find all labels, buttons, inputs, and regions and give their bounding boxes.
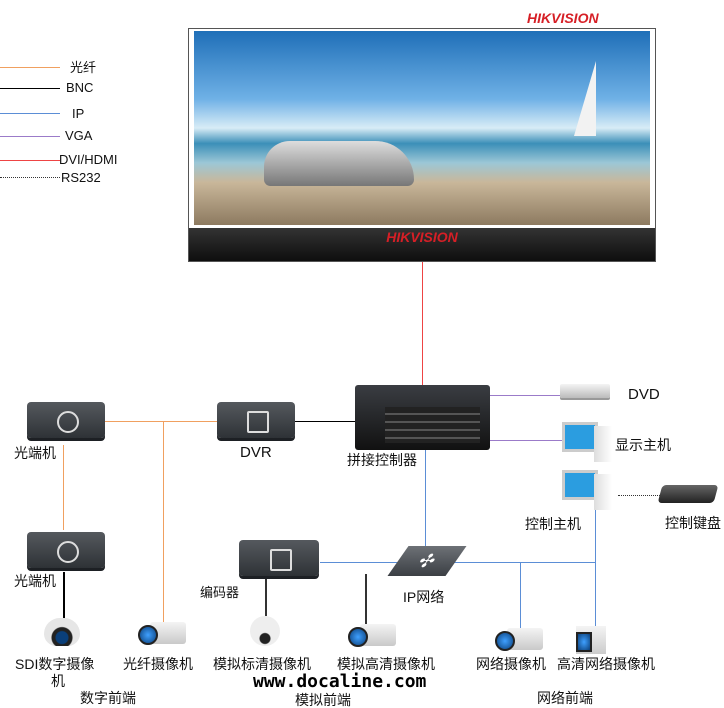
ip-line-net-cam [520,562,521,628]
legend-rs232-line [0,177,60,178]
network-camera-label: 网络摄像机 [476,656,546,672]
rs232-line [618,495,660,496]
display-host-label: 显示主机 [615,437,671,453]
keyboard-label: 控制键盘 [665,515,721,531]
control-keyboard[interactable] [657,485,719,503]
ip-line-hd-cam [595,510,596,626]
bnc-line-sd [265,578,267,616]
splicing-controller[interactable] [355,385,490,450]
analog-sd-ptz-camera[interactable] [250,616,280,646]
fiber-camera-label: 光纤摄像机 [123,656,193,672]
fiber-line-main [105,421,217,422]
dvr-label: DVR [240,444,272,461]
legend-dvi-label: DVI/HDMI [59,152,118,167]
monitor-icon [562,470,598,500]
dvd-player[interactable] [560,384,610,398]
legend-bnc-label: BNC [66,80,94,95]
network-camera[interactable] [495,628,543,651]
wall-screen-image [194,31,650,225]
vga-line-display [490,440,562,441]
display-host-computer[interactable] [562,418,614,462]
hd-network-camera-label: 高清网络摄像机 [557,656,655,672]
logo-bar-text: HIKVISION [386,229,458,245]
bnc-line-sdi [63,572,65,620]
analog-hd-camera[interactable] [348,624,396,647]
monitor-icon [562,422,598,452]
sdi-dome-camera[interactable] [44,618,80,646]
legend-fiber-label: 光纤 [70,60,97,75]
sailboat-image [574,61,596,136]
legend-fiber-line [0,67,60,68]
watermark: www.docaline.com [253,671,427,692]
dvi-line [422,262,423,385]
hikvision-logo-top: HIKVISION [527,10,599,26]
analog-sd-camera-label: 模拟标清摄像机 [213,656,311,672]
video-wall: HIKVISION [188,28,656,262]
analog-hd-camera-label: 模拟高清摄像机 [337,656,435,672]
hd-network-camera[interactable] [576,626,606,654]
logo-text: HIKVISION [527,10,599,26]
legend-ip-label: IP [72,106,85,121]
tower-icon [594,474,612,510]
controller-slots [385,407,480,443]
legend-rs232-label: RS232 [61,170,101,185]
fiber-line-link [63,445,64,530]
dvr-device[interactable] [217,402,295,438]
legend-dvi-line [0,160,60,161]
lens-icon [576,632,592,652]
legend-bnc-line [0,88,60,89]
sdi-camera-label-2: 机 [51,673,65,689]
legend-vga-label: VGA [65,128,93,143]
sdi-camera-label: SDI数字摄像 [15,656,95,672]
group-network-label: 网络前端 [537,690,593,706]
fiber-camera[interactable] [138,622,186,645]
group-analog-label: 模拟前端 [295,692,351,708]
legend-vga-line [0,136,60,137]
bnc-line-dvr [295,421,355,422]
legend-ip-line [0,113,60,114]
dvd-label: DVD [628,386,660,403]
fiber-transceiver-1[interactable] [27,402,105,438]
wall-bottom-bar: HIKVISION [189,228,655,261]
ip-line-main [320,562,595,563]
encoder-label: 编码器 [200,585,240,600]
ip-network-switch[interactable]: ✣ [387,546,467,576]
bnc-line-hd [365,574,367,624]
fiber-transceiver-1-label: 光端机 [14,445,56,461]
car-image [264,141,414,186]
group-digital-label: 数字前端 [80,690,136,706]
ip-line-controller [425,450,426,550]
control-host-computer[interactable] [562,466,614,510]
vga-line-dvd [490,395,560,396]
fiber-transceiver-2[interactable] [27,532,105,568]
tower-icon [594,426,612,462]
fiber-line-cam [163,421,164,622]
fiber-transceiver-2-label: 光端机 [14,573,56,589]
controller-label: 拼接控制器 [347,452,417,468]
ip-network-label: IP网络 [403,589,445,605]
encoder-device[interactable] [239,540,319,576]
control-host-label: 控制主机 [525,516,581,532]
